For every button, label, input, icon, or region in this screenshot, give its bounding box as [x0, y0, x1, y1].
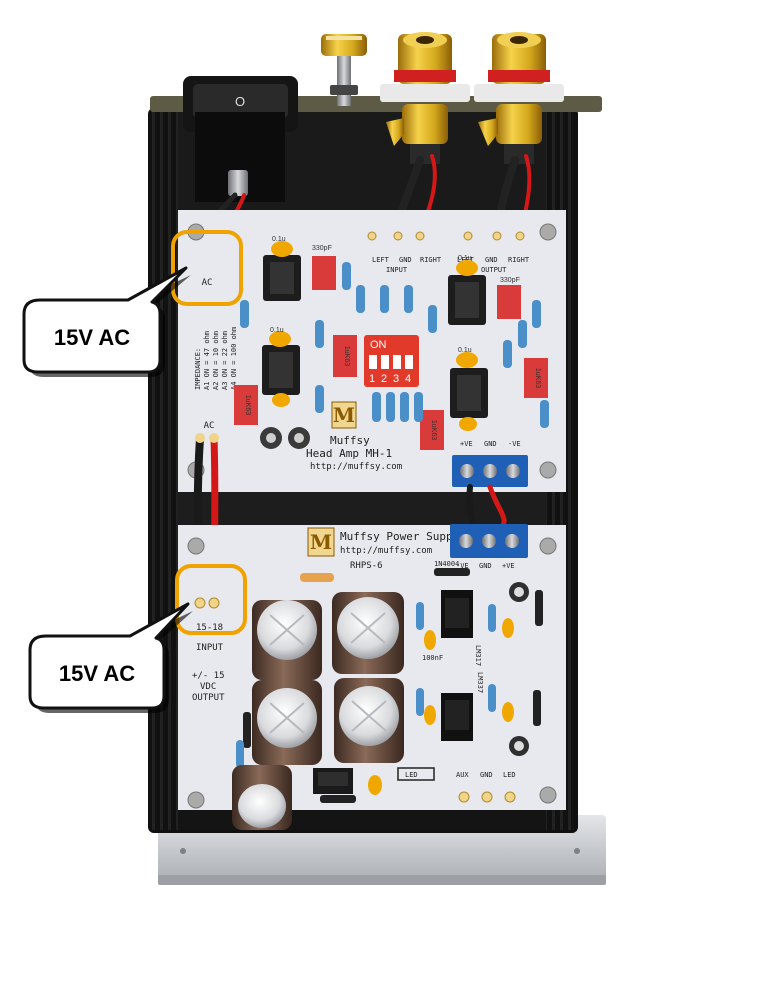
output-title: OUTPUT: [481, 266, 507, 274]
input-right-label: RIGHT: [420, 256, 442, 264]
input-voltage-label: 15-18: [196, 623, 223, 633]
power-url: http://muffsy.com: [340, 546, 432, 556]
ic-socket-1: [263, 255, 301, 301]
output-label: OUTPUT: [192, 693, 225, 703]
diodes: [243, 568, 543, 803]
out-neg-label: -VE: [508, 440, 521, 448]
output-left-label: LEFT: [457, 256, 475, 264]
film-cap-1: 1uK63: [333, 335, 357, 377]
cap-label-4: 0.1u: [458, 347, 472, 354]
pwr-pos-label: +VE: [502, 562, 515, 570]
svg-text:A1 ON = 47 ohm: A1 ON = 47 ohm: [203, 331, 211, 390]
power-logo: M: [310, 530, 332, 554]
out-gnd-label: GND: [484, 440, 497, 448]
callout-ring-bottom: [175, 564, 247, 635]
power-switch: O: [183, 76, 298, 202]
svg-text:3: 3: [393, 373, 399, 385]
ac-label-lower: AC: [204, 421, 215, 431]
svg-text:A3 ON = 22 ohm: A3 ON = 22 ohm: [221, 331, 229, 390]
ground-screw: [321, 34, 367, 106]
resistors-headamp: [240, 262, 549, 428]
callout-ring-top: [171, 230, 243, 306]
callout-box-bottom: 15V AC: [28, 602, 193, 713]
headamp-product: Head Amp MH-1: [306, 447, 392, 460]
impedance-legend: IMPEDANCE: A1 ON = 47 ohm A2 ON = 10 ohm…: [194, 327, 238, 390]
film-cap-3: 1uK63: [420, 410, 444, 450]
svg-text:1uK63: 1uK63: [244, 395, 251, 415]
aux-led-label: LED: [503, 771, 516, 779]
output-gnd-label: GND: [485, 256, 498, 264]
callout-label-top: 15V AC: [54, 325, 130, 350]
vdc-label: VDC: [200, 682, 216, 692]
input-gnd-label: GND: [399, 256, 412, 264]
terminal-block-power: [450, 524, 528, 558]
input-left-label: LEFT: [372, 256, 390, 264]
svg-text:2: 2: [381, 373, 387, 385]
cap-label-1: 0.1u: [272, 236, 286, 243]
headamp-brand: Muffsy: [330, 434, 370, 447]
dip-on-label: ON: [370, 339, 387, 351]
power-title: Muffsy Power Supply: [340, 530, 466, 543]
cap-label-3: 0.1u: [458, 255, 472, 262]
svg-text:1uK63: 1uK63: [430, 420, 437, 440]
ac-label-top: AC: [202, 278, 213, 288]
out-pos-label: +VE: [460, 440, 473, 448]
led-box-label: LED: [405, 771, 418, 779]
input-label: INPUT: [196, 643, 224, 653]
input-title: INPUT: [386, 266, 408, 274]
rca-jack-input: [380, 32, 470, 164]
cap-100nf-label: 100nF: [422, 654, 443, 662]
regulator-top: [441, 590, 473, 638]
aux-gnd-label: GND: [480, 771, 493, 779]
svg-text:IMPEDANCE:: IMPEDANCE:: [194, 348, 202, 390]
film-cap-4: 1uK63: [524, 358, 548, 398]
output-right-label: RIGHT: [508, 256, 530, 264]
headamp-board: AC AC LEFT GND RIGHT INPUT LEFT GND RIGH…: [178, 210, 566, 492]
regulator-bottom: [441, 693, 473, 741]
lm337-label: LM337: [476, 672, 484, 693]
power-model: RHPS-6: [350, 561, 383, 571]
terminal-block-headamp: [452, 455, 528, 487]
svg-text:4: 4: [405, 373, 411, 385]
cap-label-5: 330pF: [312, 245, 332, 252]
diode-label: 1N4004: [434, 560, 459, 568]
cap-label-2: 0.1u: [270, 327, 284, 334]
pwr-gnd-label: GND: [479, 562, 492, 570]
svg-text:A4 ON = 100 ohm: A4 ON = 100 ohm: [230, 327, 238, 390]
output-voltage-label: +/- 15: [192, 671, 225, 681]
cap-label-6: 330pF: [500, 277, 520, 284]
svg-text:1uK63: 1uK63: [343, 346, 350, 366]
ic-socket-3: [448, 275, 486, 325]
big-capacitors: [252, 592, 404, 765]
rca-jack-output: [474, 32, 564, 164]
lm317-label: LM317: [474, 645, 482, 666]
svg-text:A2 ON = 10 ohm: A2 ON = 10 ohm: [212, 331, 220, 390]
aux-label: AUX: [456, 771, 469, 779]
callout-label-bottom: 15V AC: [59, 661, 135, 686]
pwr-neg-label: -VE: [456, 562, 469, 570]
power-board: M Muffsy Power Supply http://muffsy.com …: [178, 524, 566, 830]
svg-text:O: O: [235, 94, 245, 109]
svg-text:1uK63: 1uK63: [534, 368, 541, 388]
dip-switch: ON 1 2 3 4: [364, 335, 419, 387]
headamp-logo: M: [333, 403, 355, 427]
headamp-url: http://muffsy.com: [310, 462, 402, 472]
ic-socket-4: [450, 368, 488, 418]
svg-text:1: 1: [369, 373, 375, 385]
callout-box-top: 15V AC: [22, 266, 191, 377]
ic-socket-2: [262, 345, 300, 395]
film-cap-2: 1uK63: [234, 385, 258, 425]
